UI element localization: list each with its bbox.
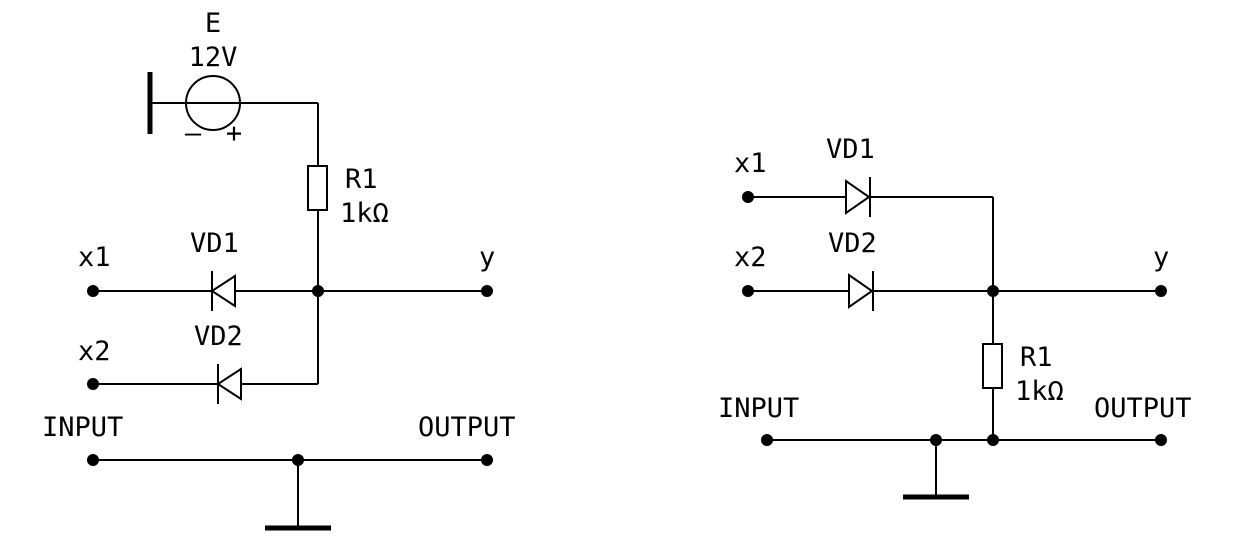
x1-label: x1 — [734, 148, 767, 179]
x2-label: x2 — [734, 242, 767, 273]
terminal-y — [481, 285, 493, 297]
source-minus-label: – — [185, 118, 202, 149]
source-plus-label: + — [226, 118, 242, 149]
x1-label: x1 — [78, 242, 111, 273]
junction-node — [930, 434, 942, 446]
source-value-label: 12V — [189, 42, 238, 73]
terminal-x1 — [87, 285, 99, 297]
diode-vd2-symbol — [216, 367, 242, 401]
terminal-output — [481, 454, 493, 466]
x2-label: x2 — [78, 336, 111, 367]
resistor-name-label: R1 — [1020, 342, 1053, 373]
junction-node — [312, 285, 324, 297]
output-label: OUTPUT — [1094, 393, 1192, 424]
vd1-label: VD1 — [190, 228, 239, 259]
input-label: INPUT — [718, 393, 799, 424]
terminal-output — [1155, 434, 1167, 446]
vd1-label: VD1 — [826, 134, 875, 165]
vd2-label: VD2 — [194, 321, 243, 352]
resistor-value-label: 1kΩ — [1015, 376, 1064, 407]
diode-vd1-symbol — [845, 179, 871, 215]
resistor-r1-symbol — [307, 165, 328, 211]
terminal-input — [761, 434, 773, 446]
terminal-y — [1155, 285, 1167, 297]
output-label: OUTPUT — [418, 412, 516, 443]
y-label: y — [479, 242, 495, 273]
terminal-x1 — [742, 191, 754, 203]
input-label: INPUT — [42, 412, 123, 443]
resistor-value-label: 1kΩ — [340, 198, 389, 229]
junction-node — [987, 285, 999, 297]
junction-node — [987, 434, 999, 446]
vd2-label: VD2 — [828, 228, 877, 259]
junction-node — [292, 454, 304, 466]
terminal-x2 — [742, 285, 754, 297]
left-circuit: E 12V – + R1 1kΩ x1 VD1 y x2 VD2 INPUT O… — [42, 8, 516, 531]
right-circuit: x1 VD1 x2 VD2 y R1 1kΩ INPUT OUTPUT — [718, 134, 1192, 500]
source-name-label: E — [205, 8, 221, 39]
resistor-name-label: R1 — [345, 164, 378, 195]
diode-vd2-symbol — [848, 273, 874, 309]
terminal-x2 — [87, 378, 99, 390]
y-label: y — [1153, 242, 1169, 273]
resistor-r1-symbol — [982, 343, 1003, 389]
diode-vd1-symbol — [210, 274, 236, 308]
terminal-input — [87, 454, 99, 466]
